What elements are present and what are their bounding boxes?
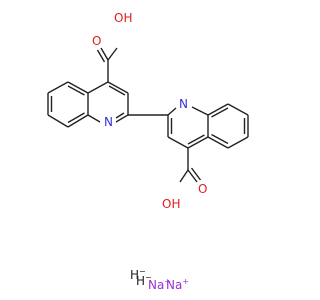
hydride-charge-2: − <box>145 273 152 282</box>
svg-text:H−: H− <box>130 267 146 282</box>
top-pyridine-ring <box>87 81 129 123</box>
bottom-carboxyl-group <box>179 148 202 183</box>
sodium-charge-2: + <box>182 277 189 286</box>
top-hydroxyl-label: OH <box>114 11 132 25</box>
bottom-ring-nitrogen-label: N <box>179 97 188 111</box>
top-carbonyl-oxygen-label: O <box>92 34 101 48</box>
hydride-label-2: H <box>136 274 145 288</box>
svg-text:Na+: Na+ <box>148 277 171 292</box>
svg-text:Na+: Na+ <box>166 277 189 292</box>
counterions: H− H− Na+ Na+ <box>130 267 189 292</box>
bottom-carbonyl-oxygen-label: O <box>198 182 207 196</box>
sodium-label-1: Na <box>148 278 164 292</box>
sodium-label-2: Na <box>166 278 182 292</box>
top-carboxyl-group <box>96 47 118 82</box>
bottom-benzo-ring <box>207 103 249 149</box>
hydride-label-1: H <box>130 268 139 282</box>
top-benzo-ring <box>47 81 89 128</box>
sodium-charge-1: + <box>164 277 171 286</box>
structure-diagram: O OH N N OH O H− H− Na+ Na+ <box>47 11 249 292</box>
bottom-pyridine-ring <box>167 106 209 149</box>
hydride-charge-1: − <box>139 267 146 276</box>
bottom-hydroxyl-label: OH <box>162 197 180 211</box>
svg-text:H−: H− <box>136 273 152 288</box>
top-ring-nitrogen-label: N <box>104 115 113 129</box>
